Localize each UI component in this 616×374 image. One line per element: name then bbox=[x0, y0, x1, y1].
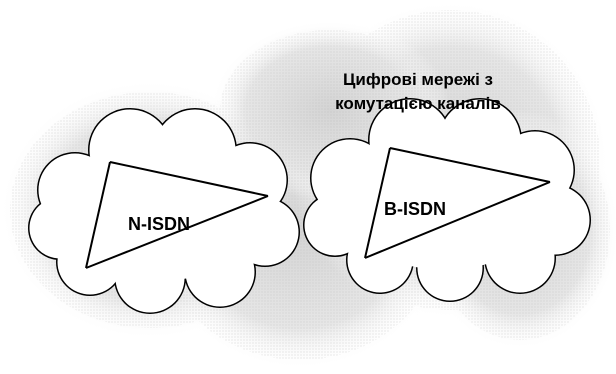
link-n-3-2 bbox=[85, 195, 269, 269]
links bbox=[85, 147, 551, 269]
title-line-1: Цифрові мережі з bbox=[342, 70, 493, 89]
link-b-1-3 bbox=[364, 147, 391, 259]
link-n-1-3 bbox=[85, 161, 111, 269]
diagram-title: Цифрові мережі з комутацією каналів bbox=[298, 68, 538, 116]
title-line-2: комутацією каналів bbox=[335, 94, 501, 113]
cloud-n-isdn bbox=[28, 108, 300, 314]
link-b-1-2 bbox=[389, 147, 551, 183]
network-label-n-isdn: N-ISDN bbox=[128, 214, 190, 234]
link-b-3-2 bbox=[364, 181, 551, 259]
cloud-b-isdn bbox=[303, 98, 591, 302]
link-n-1-2 bbox=[109, 161, 269, 197]
network-label-b-isdn: B-ISDN bbox=[384, 199, 446, 219]
